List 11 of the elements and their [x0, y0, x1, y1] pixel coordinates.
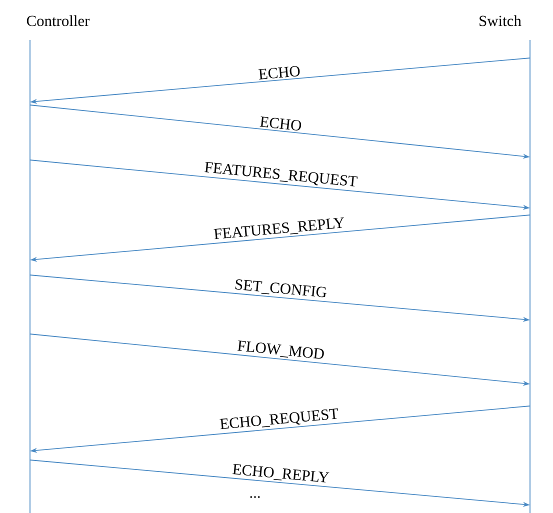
- edge-label: ECHO: [258, 115, 304, 132]
- ellipsis: ...: [250, 496, 260, 498]
- participant-label: Switch: [480, 15, 522, 26]
- edge-label: ECHO_REQUEST: [218, 407, 340, 433]
- edge-label: FEATURES_REPLY: [212, 216, 346, 242]
- edge-label: FLOW_MOD: [236, 339, 326, 362]
- edge-label: ECHO_REPLY: [230, 462, 331, 486]
- edge-label: ECHO: [256, 64, 302, 81]
- participant-label: Controller: [26, 15, 90, 26]
- edge-label: SET_CONFIG: [232, 278, 329, 301]
- edge-label: FEATURES_REQUEST: [202, 160, 359, 190]
